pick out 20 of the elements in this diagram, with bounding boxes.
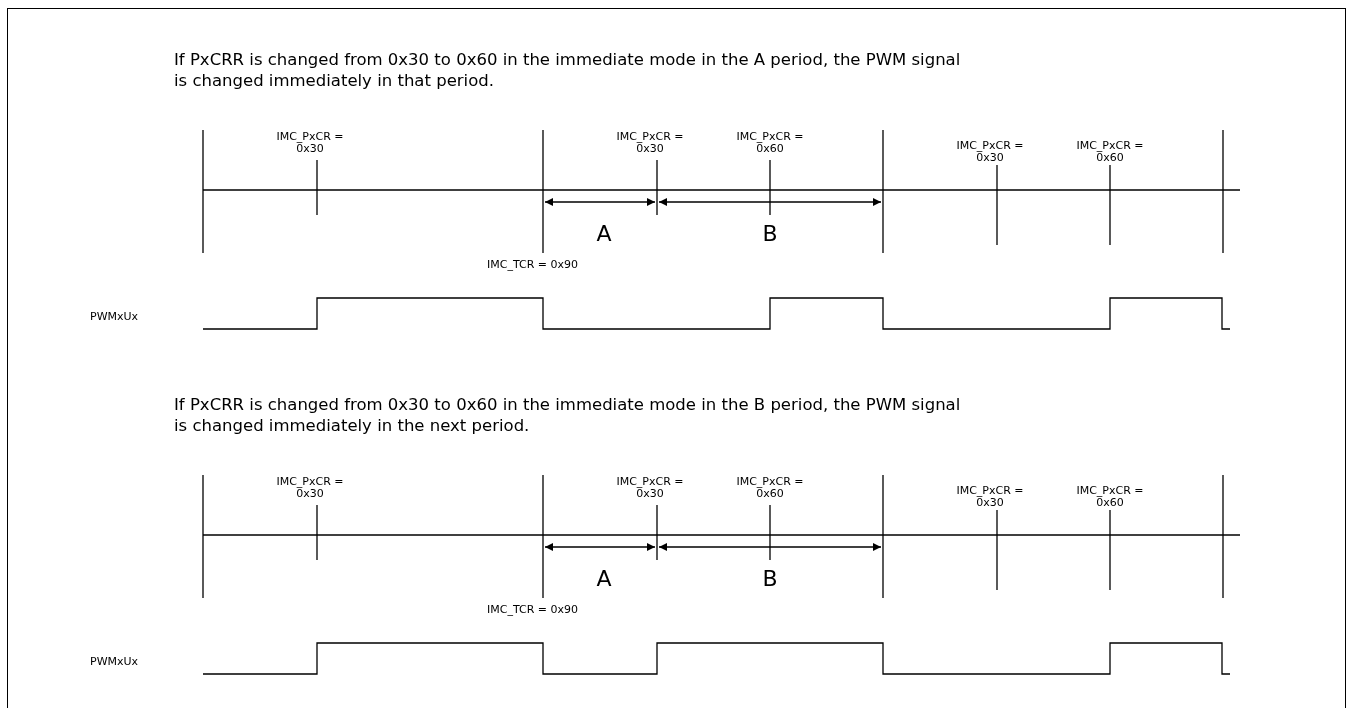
register-value-label: IMC_PxCR = 0x30 — [956, 485, 1024, 510]
register-value-label: IMC_PxCR = 0x60 — [736, 476, 804, 501]
register-value-label: IMC_PxCR = 0x30 — [616, 131, 684, 156]
period-label: A — [596, 222, 612, 247]
register-value-label: IMC_PxCR = 0x30 — [956, 140, 1024, 165]
period-label: B — [762, 222, 778, 247]
register-value-label: IMC_PxCR = 0x60 — [1076, 140, 1144, 165]
signal-name: PWMxUx — [90, 311, 139, 324]
signal-name: PWMxUx — [90, 656, 139, 669]
register-value-label: IMC_PxCR = 0x30 — [276, 476, 344, 501]
register-value-label: IMC_PxCR = 0x60 — [736, 131, 804, 156]
description-text: If PxCRR is changed from 0x30 to 0x60 in the immediate mode in the B period, the PWM signal is changed immediately in the next period. — [174, 395, 962, 437]
register-value-label: IMC_PxCR = 0x30 — [616, 476, 684, 501]
register-value-label: IMC_TCR = 0x90 — [487, 259, 579, 272]
period-label: B — [762, 567, 778, 592]
period-label: A — [596, 567, 612, 592]
description-text: If PxCRR is changed from 0x30 to 0x60 in the immediate mode in the A period, the PWM signal is changed immediately in that period. — [174, 50, 962, 92]
register-value-label: IMC_PxCR = 0x30 — [276, 131, 344, 156]
register-value-label: IMC_PxCR = 0x60 — [1076, 485, 1144, 510]
register-value-label: IMC_TCR = 0x90 — [487, 604, 579, 617]
